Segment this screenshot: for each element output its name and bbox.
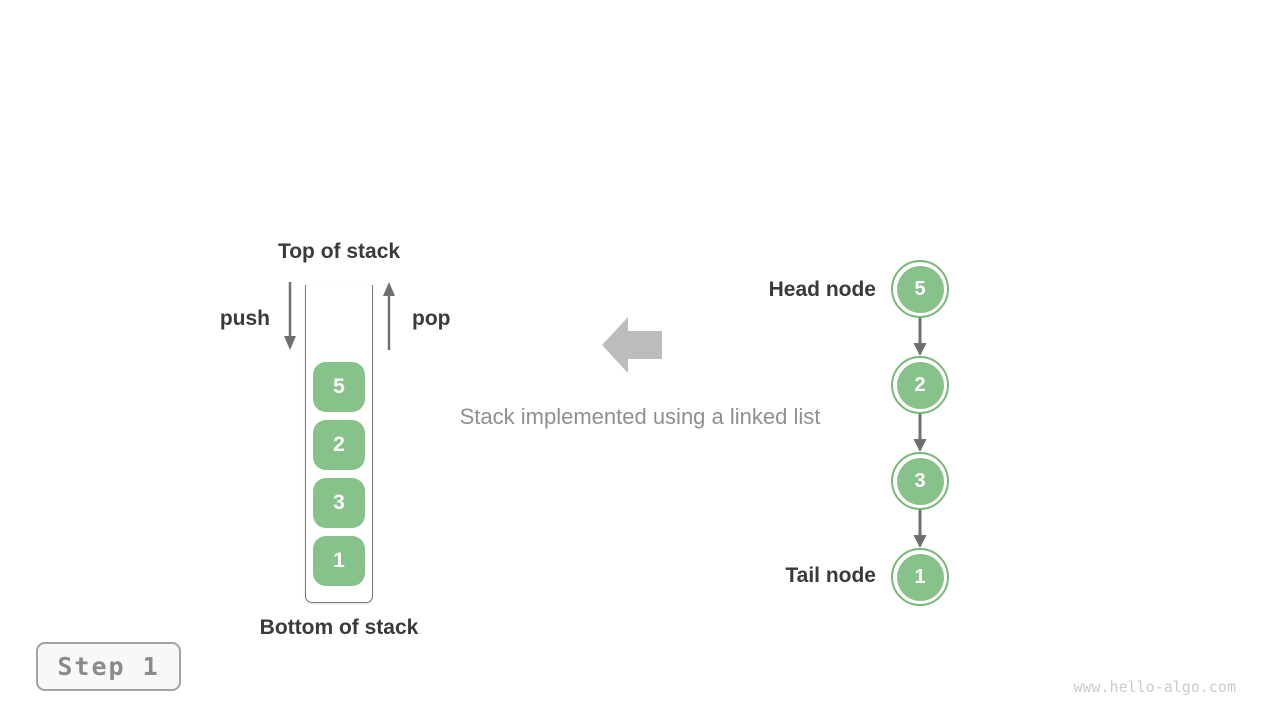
stack-item: 3 [313,478,365,528]
stack-item: 2 [313,420,365,470]
node-value: 5 [896,265,944,313]
push-arrow-icon [283,282,297,350]
diagram-caption: Stack implemented using a linked list [459,404,821,429]
linked-list-node: 5 [891,260,949,318]
linked-list-node: 3 [891,452,949,510]
pop-arrow-icon [382,282,396,350]
step-badge: Step 1 [36,642,181,691]
link-arrow-icon [913,510,927,548]
pop-label: pop [412,307,451,330]
linked-list-node: 1 [891,548,949,606]
stack-top-label: Top of stack [277,240,401,263]
push-label: push [219,307,270,330]
stack-diagram: Top of stack push pop 5 2 3 1 Bottom of … [0,0,520,720]
linked-list-diagram: Head node Tail node 5 2 3 1 [640,230,1040,630]
stack-item: 5 [313,362,365,412]
node-value: 3 [896,457,944,505]
node-value: 1 [896,553,944,601]
watermark: www.hello-algo.com [1073,678,1236,696]
linked-list-node: 2 [891,356,949,414]
stack-container: 5 2 3 1 [305,285,373,603]
stack-bottom-label: Bottom of stack [259,616,419,639]
link-arrow-icon [913,414,927,452]
link-arrow-icon [913,318,927,356]
big-left-arrow-icon [602,317,662,373]
tail-node-label: Tail node [785,564,876,587]
stack-item: 1 [313,536,365,586]
head-node-label: Head node [768,278,876,301]
node-value: 2 [896,361,944,409]
